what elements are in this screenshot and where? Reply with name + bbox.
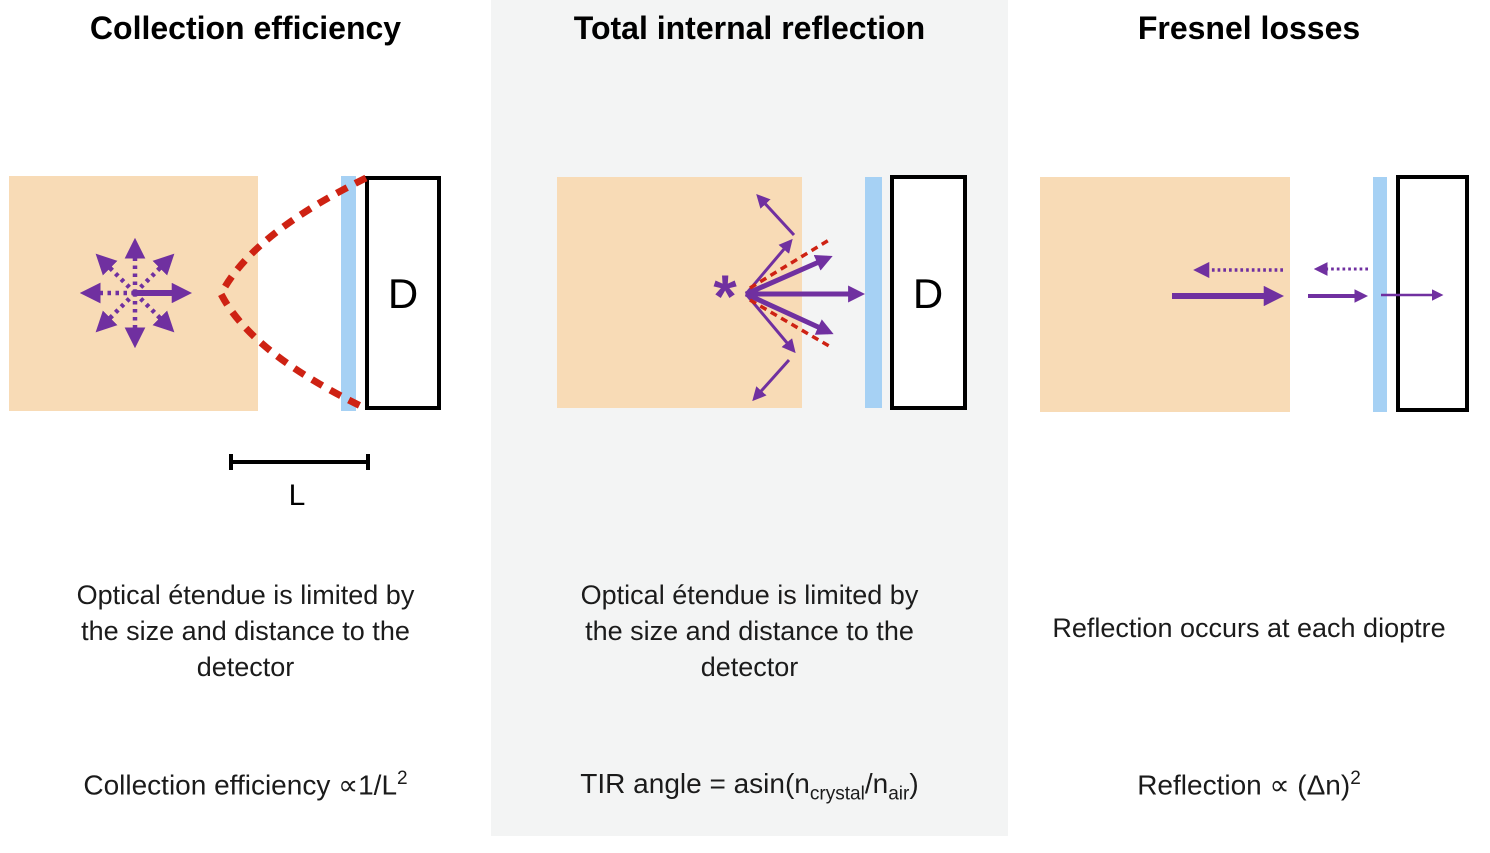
ray-escaping-up bbox=[744, 255, 833, 297]
panel2-caption: Optical étendue is limited by the size a… bbox=[491, 577, 1008, 685]
panel1-formula: Collection efficiency ∝1/L2 bbox=[0, 768, 491, 801]
emission-arrow-up-right bbox=[133, 253, 175, 295]
caption-line: detector bbox=[196, 652, 295, 682]
critical-angle-dashed bbox=[749, 238, 830, 348]
optical-window-rect bbox=[1373, 177, 1387, 412]
detector-rect bbox=[890, 175, 967, 410]
formula-body: Reflection ∝ (Δn) bbox=[1137, 769, 1351, 801]
panel-fresnel-losses: Fresnel losses Reflection occurs at each… bbox=[1008, 0, 1490, 853]
distance-label: L bbox=[289, 479, 306, 512]
panel2-background bbox=[491, 0, 1008, 836]
formula-body: Collection efficiency ∝1/L bbox=[83, 769, 398, 801]
escaping-rays bbox=[744, 255, 866, 335]
panel1-title: Collection efficiency bbox=[89, 10, 402, 46]
distance-ruler: L bbox=[229, 454, 370, 512]
emission-arrow-down-left bbox=[95, 291, 137, 333]
isotropic-emission-arrows bbox=[79, 237, 193, 349]
collection-efficiency-diagram: D L bbox=[9, 174, 441, 512]
panel1-caption: Optical étendue is limited by the size a… bbox=[0, 577, 491, 685]
detector-rect bbox=[365, 176, 441, 410]
panel3-formula: Reflection ∝ (Δn)2 bbox=[1008, 768, 1490, 801]
formula-exponent: 2 bbox=[397, 768, 408, 789]
panel3-title: Fresnel losses bbox=[1137, 10, 1361, 46]
panel2-title: Total internal reflection bbox=[573, 10, 926, 46]
detector-rect bbox=[1396, 175, 1469, 412]
critical-angle-lower bbox=[749, 298, 830, 348]
emission-arrow-down-right bbox=[133, 291, 175, 333]
caption-line: detector bbox=[700, 652, 799, 682]
fresnel-losses-diagram bbox=[1040, 175, 1469, 412]
ray-escaping-down bbox=[744, 291, 834, 335]
panel2-formula: TIR angle = asin(ncrystal/nair) bbox=[491, 768, 1008, 806]
formula-sub-crystal: crystal bbox=[809, 783, 865, 805]
caption-line: Reflection occurs at each dioptre bbox=[1052, 613, 1446, 643]
critical-angle-upper bbox=[749, 238, 830, 290]
formula-part: /n bbox=[864, 768, 889, 799]
emission-arrow-up-left bbox=[95, 253, 137, 295]
panel-total-internal-reflection: Total internal reflection D * bbox=[491, 0, 1008, 853]
total-internal-reflection-diagram: D * bbox=[557, 175, 967, 410]
caption-line: the size and distance to the bbox=[81, 616, 410, 646]
panel-collection-efficiency: Collection efficiency D bbox=[0, 0, 491, 853]
caption-line: the size and distance to the bbox=[585, 616, 914, 646]
formula-exponent: 2 bbox=[1350, 768, 1361, 789]
formula-part: TIR angle = asin(n bbox=[580, 768, 810, 799]
panel3-caption: Reflection occurs at each dioptre bbox=[1008, 610, 1490, 646]
formula-sub-air: air bbox=[888, 783, 910, 805]
acceptance-cone-dashed bbox=[217, 174, 369, 413]
detector-label: D bbox=[913, 270, 943, 317]
optical-window-rect bbox=[865, 177, 882, 408]
ray-reflected-bottom bbox=[752, 358, 791, 402]
caption-line: Optical étendue is limited by bbox=[76, 580, 415, 610]
transmitted-and-reflected-arrows bbox=[1172, 261, 1444, 307]
formula-part: ) bbox=[909, 768, 919, 799]
ray-reflected-top bbox=[756, 193, 796, 237]
optical-window-rect bbox=[341, 176, 356, 411]
detector-label: D bbox=[388, 270, 418, 317]
caption-line: Optical étendue is limited by bbox=[580, 580, 919, 610]
emission-point-asterisk: * bbox=[713, 263, 737, 330]
